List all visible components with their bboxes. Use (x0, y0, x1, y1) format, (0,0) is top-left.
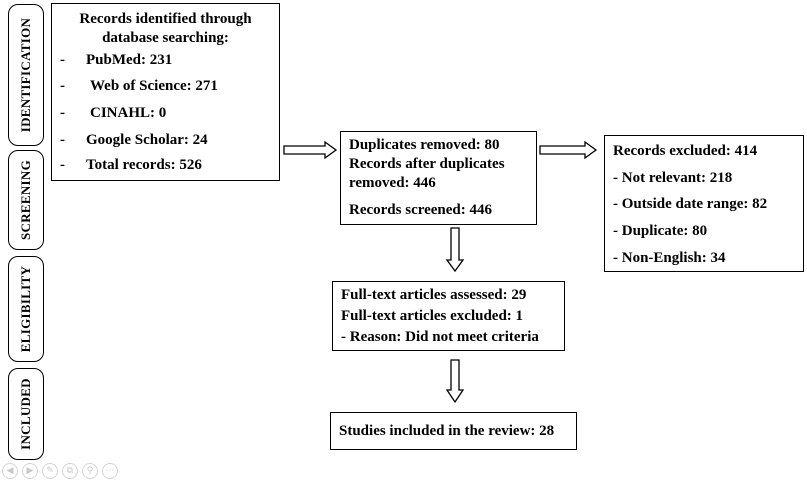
outside-date-range-text: - Outside date range: 82 (613, 196, 768, 212)
pen-icon[interactable]: ✎ (42, 463, 58, 479)
records-screened-text: Records screened: 446 (349, 202, 493, 218)
viewer-toolbar: ◀ ▶ ✎ ⧉ ⚲ ⋯ (2, 463, 118, 479)
duplicate-text: - Duplicate: 80 (613, 223, 708, 239)
records-excluded-text: Records excluded: 414 (613, 143, 758, 159)
duplicates-box: Duplicates removed: 80 Records after dup… (340, 131, 537, 225)
records-after-duplicates-text: Records after duplicates (349, 156, 505, 172)
included-box: Studies included in the review: 28 (330, 412, 577, 450)
stage-identification: IDENTIFICATION (8, 4, 44, 146)
identification-title-line1: Records identified through (79, 11, 252, 27)
list-dash: - (60, 78, 65, 94)
studies-included-text: Studies included in the review: 28 (339, 423, 555, 439)
list-item-text: Web of Science: 271 (90, 78, 218, 94)
prev-icon[interactable]: ◀ (2, 463, 18, 479)
non-english-text: - Non-English: 34 (613, 250, 726, 266)
identification-box: Records identified through database sear… (51, 3, 280, 181)
duplicates-removed-text: Duplicates removed: 80 (349, 137, 500, 153)
identification-title-line2: database searching: (102, 30, 229, 46)
records-excluded-box: Records excluded: 414 - Not relevant: 21… (604, 135, 804, 272)
fulltext-excluded-text: Full-text articles excluded: 1 (341, 308, 524, 324)
list-item-text: Total records: 526 (86, 157, 202, 173)
records-after-duplicates-value: removed: 446 (349, 175, 436, 191)
more-icon[interactable]: ⋯ (102, 463, 118, 479)
list-item: - Google Scholar: 24 (60, 129, 208, 151)
list-dash: - (60, 157, 65, 173)
fulltext-assessed-text: Full-text articles assessed: 29 (341, 287, 527, 303)
exclusion-reason-text: - Reason: Did not meet criteria (341, 329, 539, 345)
stage-screening: SCREENING (8, 150, 44, 250)
next-icon[interactable]: ▶ (22, 463, 38, 479)
list-item: - Web of Science: 271 (60, 75, 218, 97)
stage-included: INCLUDED (8, 368, 44, 460)
fulltext-box: Full-text articles assessed: 29 Full-tex… (332, 281, 565, 351)
arrow-fulltext-to-included (445, 359, 465, 404)
arrow-identification-to-duplicates (283, 140, 338, 160)
list-dash: - (60, 132, 65, 148)
arrow-duplicates-to-fulltext (445, 227, 465, 273)
list-item-text: PubMed: 231 (86, 52, 173, 68)
list-item: - PubMed: 231 (60, 49, 172, 71)
list-dash: - (60, 52, 65, 68)
stage-eligibility: ELIGIBILITY (8, 256, 44, 362)
zoom-icon[interactable]: ⚲ (82, 463, 98, 479)
list-item-text: CINAHL: 0 (90, 105, 167, 121)
arrow-duplicates-to-excluded (539, 140, 598, 160)
list-item: - CINAHL: 0 (60, 102, 166, 124)
copy-icon[interactable]: ⧉ (62, 463, 78, 479)
not-relevant-text: - Not relevant: 218 (613, 170, 733, 186)
list-item-text: Google Scholar: 24 (86, 132, 208, 148)
list-item: - Total records: 526 (60, 154, 202, 176)
list-dash: - (60, 105, 65, 121)
